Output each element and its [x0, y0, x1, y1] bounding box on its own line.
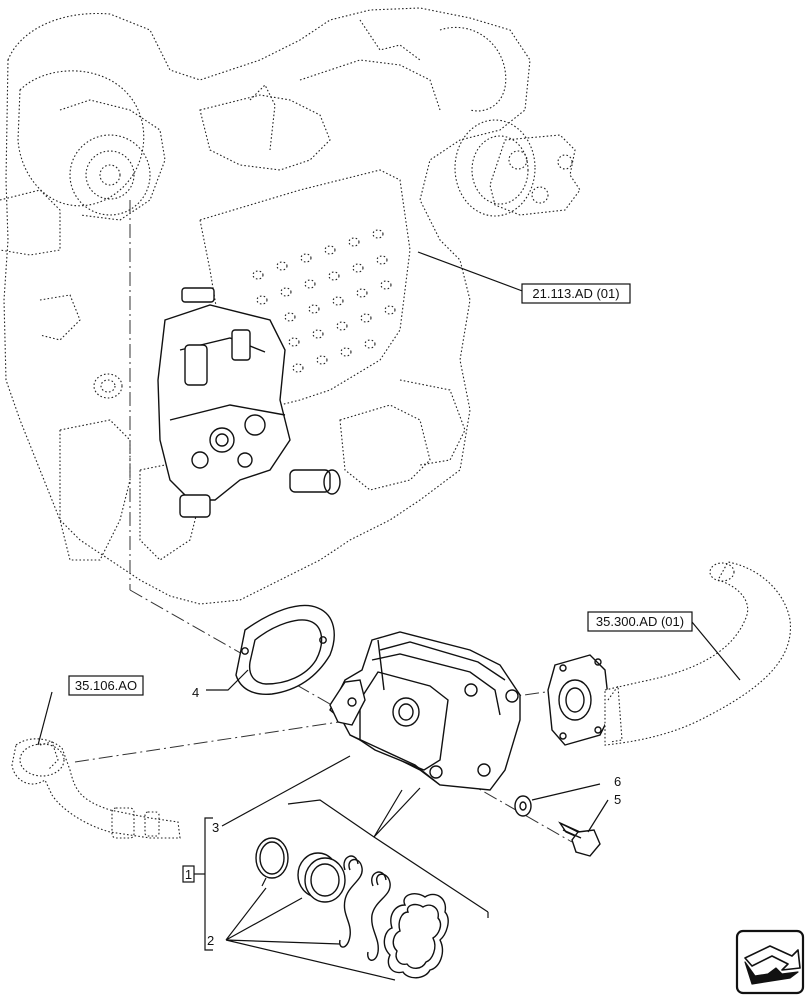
callout-bolt: 5	[614, 792, 621, 807]
callout-kit-parts: 2	[207, 933, 214, 948]
leader-pump	[221, 755, 351, 827]
leader-hose	[691, 621, 741, 681]
leader-gasket	[206, 669, 249, 691]
hose-axis-line	[429, 689, 561, 709]
leader-kit-bracket	[287, 787, 489, 918]
hose-flange	[547, 654, 611, 746]
control-valve-block	[157, 287, 341, 518]
gasket	[235, 604, 335, 695]
callout-kit-box: 1	[182, 865, 195, 883]
callout-washer: 6	[614, 774, 621, 789]
ref-transmission-box[interactable]: 21.113.AD (01)	[521, 283, 631, 304]
gasket-seal	[383, 893, 449, 979]
callout-pump: 3	[212, 820, 219, 835]
seal-kit-parts	[255, 837, 449, 979]
kit-bracket	[204, 817, 213, 951]
ref-hose-box[interactable]: 35.300.AD (01)	[587, 611, 693, 632]
seal-1	[339, 855, 363, 948]
seal-2	[367, 871, 391, 961]
callout-gasket: 4	[192, 685, 199, 700]
leader-bolt	[587, 799, 609, 833]
ref-transmission-label: 21.113.AD (01)	[532, 286, 619, 301]
ref-hose-label: 35.300.AD (01)	[596, 614, 684, 629]
hydraulic-pump	[329, 631, 521, 791]
callout-kit: 1	[185, 867, 192, 882]
next-page-arrow-icon[interactable]	[735, 929, 805, 995]
leader-washer	[531, 783, 601, 801]
pump-axis-line	[129, 589, 573, 843]
leader-lines	[37, 251, 741, 981]
hydraulic-hose	[604, 561, 791, 746]
snap-ring	[255, 837, 289, 887]
bolt	[558, 821, 601, 857]
leader-pipe	[37, 691, 53, 746]
leader-transmission	[417, 251, 526, 293]
ref-pipe-label: 35.106.AO	[75, 678, 137, 693]
bushing	[297, 852, 346, 903]
ref-pipe-box[interactable]: 35.106.AO	[68, 675, 144, 696]
hydraulic-pipe	[11, 738, 181, 839]
leader-kit-parts	[225, 887, 396, 981]
transmission-housing	[0, 7, 581, 605]
washer	[514, 795, 532, 817]
